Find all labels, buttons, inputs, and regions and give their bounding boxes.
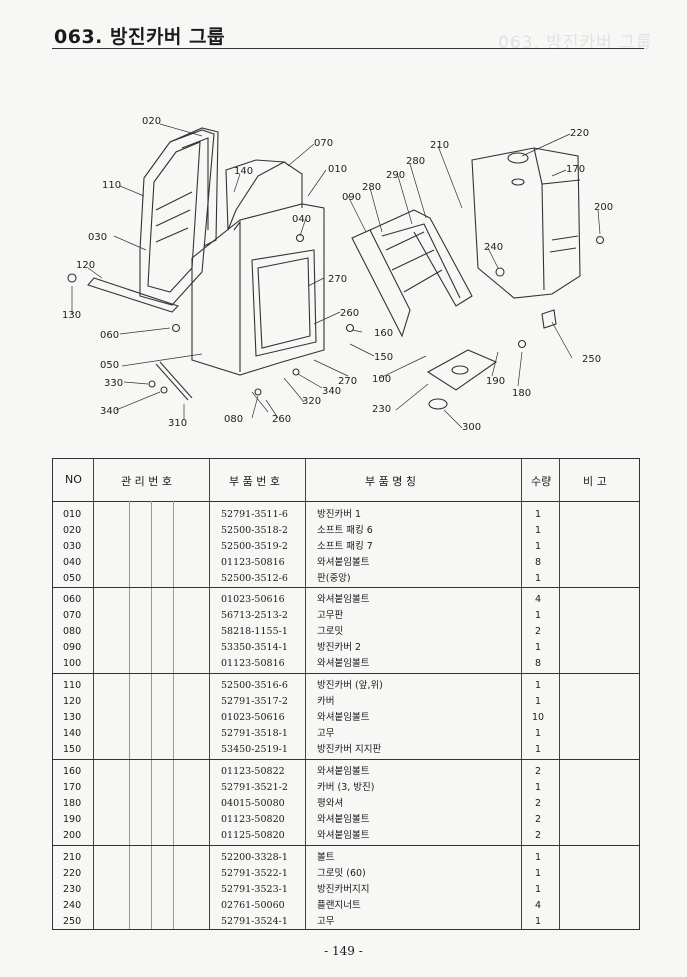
callout: 110 [102,180,121,191]
callout: 080 [224,414,243,425]
header-no: NO [65,473,82,486]
callout: 140 [234,166,253,177]
callout: 240 [484,242,503,253]
callout: 190 [486,376,505,387]
callout: 160 [374,328,393,339]
callout: 220 [570,128,589,139]
callout: 100 [372,374,391,385]
col-divider [173,501,174,929]
callout: 120 [76,260,95,271]
col-divider [559,459,560,929]
col-divider [129,501,130,929]
part-030-panel [139,129,215,306]
callout: 340 [322,386,341,397]
callout: 060 [100,330,119,341]
col-divider [93,459,94,929]
callout: 260 [272,414,291,425]
part-120-strip [87,277,180,313]
part-300-grommet [428,398,448,410]
callout: 310 [168,418,187,429]
callout: 020 [142,116,161,127]
header-mgmt-no: 관 리 번 호 [121,475,172,488]
callout: 290 [386,170,405,181]
callout: 250 [582,354,601,365]
callout: 040 [292,214,311,225]
diagram-callouts: 020 070 010 210 280 220 170 110 140 290 … [62,116,613,433]
col-divider [521,459,522,929]
page-number: - 149 - [324,944,363,958]
callout: 230 [372,404,391,415]
part-090-cover [351,229,411,338]
callout: 280 [406,156,425,167]
callout: 090 [342,192,361,203]
header-remark: 비 고 [583,475,607,488]
callout: 130 [62,310,81,321]
header-qty: 수량 [531,475,552,488]
part-170-cover [471,147,581,299]
callout: 270 [328,274,347,285]
col-divider [305,459,306,929]
part-010-main-cover [191,203,325,376]
callout: 340 [100,406,119,417]
callout: 010 [328,164,347,175]
part-230-plate [426,349,498,391]
callout: 050 [100,360,119,371]
page-title: 063. 방진카버 그룹 [54,26,225,48]
callout: 150 [374,352,393,363]
exploded-parts-diagram: 020 070 010 210 280 220 170 110 140 290 … [62,116,613,433]
callout: 170 [566,164,585,175]
callout: 280 [362,182,381,193]
col-divider [151,501,152,929]
callout: 200 [594,202,613,213]
callout: 030 [88,232,107,243]
callout: 300 [462,422,481,433]
bleed-through-title: 063. 방진카버 그룹 [498,33,653,53]
callout: 070 [314,138,333,149]
table-header: NO 관 리 번 호 부 품 번 호 부 품 명 칭 수량 비 고 [53,459,639,502]
callout: 320 [302,396,321,407]
callout: 330 [104,378,123,389]
header-part-no: 부 품 번 호 [229,475,280,488]
callout: 180 [512,388,531,399]
header-part-name: 부 품 명 칭 [365,475,416,488]
callout: 270 [338,376,357,387]
title-rule [52,48,644,49]
part-250-rubber [541,309,557,329]
col-divider [209,459,210,929]
callout: 260 [340,308,359,319]
callout: 210 [430,140,449,151]
